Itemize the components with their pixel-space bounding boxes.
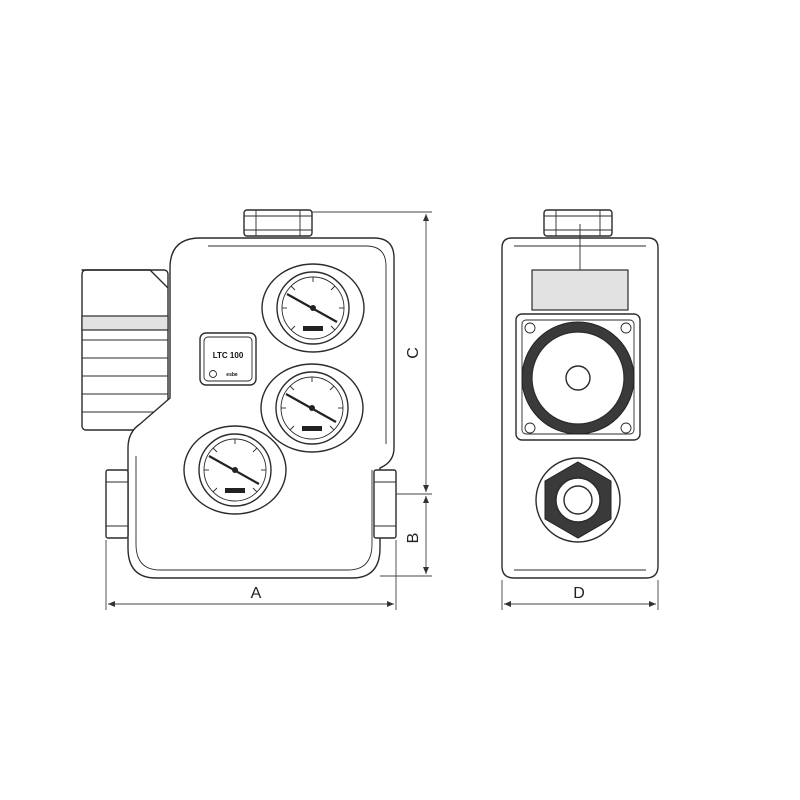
dimension-c-label: C bbox=[405, 347, 422, 359]
dimension-a-label: A bbox=[251, 585, 262, 602]
dimension-c: C bbox=[312, 211, 432, 495]
model-label: LTC 100 bbox=[213, 351, 244, 360]
side-window bbox=[531, 269, 629, 311]
actuator-housing bbox=[81, 269, 169, 431]
thermometer-gauge-middle bbox=[260, 363, 364, 453]
dimension-d: D bbox=[501, 580, 659, 610]
dimension-b-label: B bbox=[405, 533, 422, 544]
top-connection-nut bbox=[243, 209, 313, 237]
model-badge: LTC 100 esbe bbox=[199, 332, 257, 386]
side-view: D bbox=[501, 209, 659, 610]
circulation-pump-icon bbox=[515, 313, 641, 441]
gauge-icon bbox=[282, 277, 344, 331]
thermometer-gauge-bottom bbox=[183, 425, 287, 515]
dimension-d-label: D bbox=[573, 585, 585, 602]
dimension-b: B bbox=[380, 496, 432, 577]
left-pipe-stub bbox=[105, 469, 129, 539]
gauge-icon bbox=[204, 439, 266, 493]
front-view: LTC 100 esbe bbox=[81, 209, 432, 610]
gauge-icon bbox=[281, 377, 343, 431]
right-pipe-stub bbox=[373, 469, 397, 539]
dimension-a: A bbox=[105, 540, 397, 610]
brand-label: esbe bbox=[226, 372, 238, 378]
pipe-connection-icon bbox=[535, 457, 621, 543]
thermometer-gauge-top bbox=[261, 263, 365, 353]
side-top-nut bbox=[543, 209, 613, 237]
